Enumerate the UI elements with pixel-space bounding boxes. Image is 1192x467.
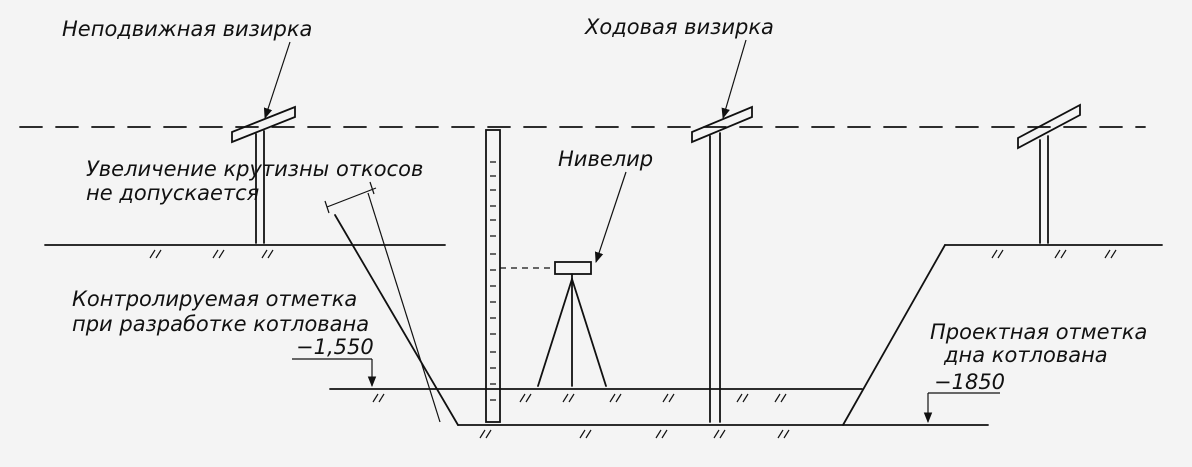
label-control-value: −1,550: [296, 335, 374, 359]
label-moving-sight: Ходовая визирка: [584, 15, 774, 39]
slope-dimension: [324, 181, 441, 423]
leader-arrows: [263, 39, 747, 264]
right-sight-board: [1017, 103, 1081, 244]
design-elevation-marker: [923, 392, 1000, 424]
fixed-sight-board: [231, 105, 296, 244]
moving-sight-board: [691, 105, 753, 423]
label-design-line1: Проектная отметка: [930, 320, 1147, 344]
leveling-staff: [485, 129, 555, 423]
control-elevation-marker: [292, 358, 377, 388]
label-level: Нивелир: [558, 147, 653, 171]
label-design-line2: дна котлована: [943, 343, 1108, 367]
label-control-line2: при разработке котлована: [72, 312, 369, 336]
label-control-line1: Контролируемая отметка: [72, 287, 357, 311]
label-design-value: −1850: [934, 370, 1005, 394]
label-slope-line1: Увеличение крутизны откосов: [86, 157, 423, 181]
ground-hatching: [149, 249, 1117, 439]
label-fixed-sight: Неподвижная визирка: [62, 17, 312, 41]
excavation-pit: [329, 214, 989, 426]
label-slope-line2: не допускается: [86, 181, 259, 205]
level-instrument: [537, 261, 607, 387]
